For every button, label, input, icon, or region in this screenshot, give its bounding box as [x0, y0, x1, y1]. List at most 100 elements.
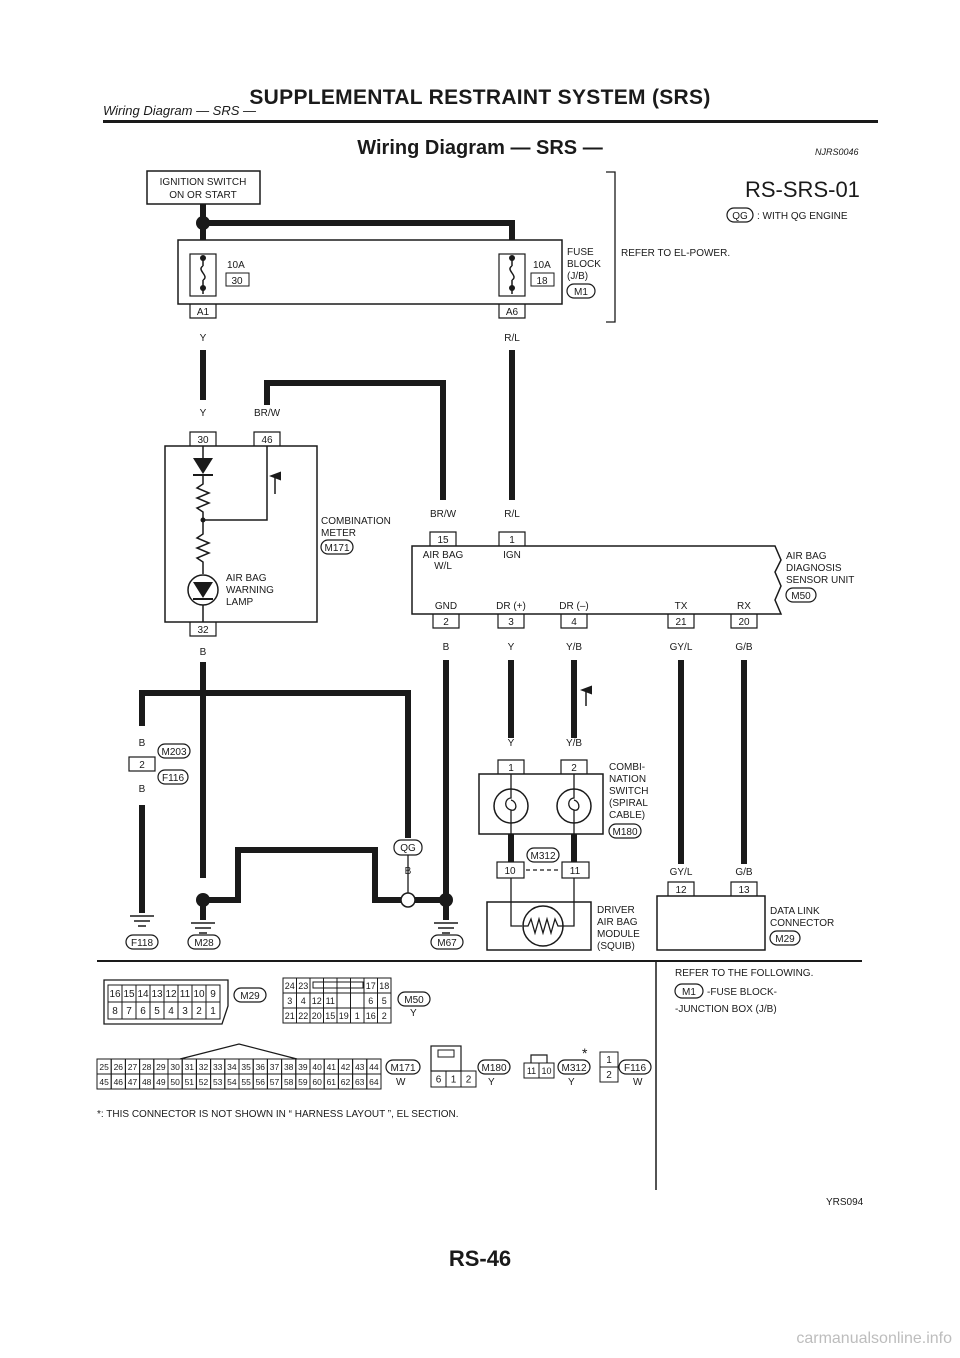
m50-pin-label: 24	[285, 981, 295, 991]
m312-star: *	[582, 1045, 588, 1061]
sensor-gnd-label: GND	[435, 601, 457, 612]
module-label-3: MODULE	[597, 929, 640, 940]
ignition-label-1: IGNITION SWITCH	[160, 177, 247, 188]
m171-pin-label: 50	[170, 1077, 180, 1087]
m171-pin-label: 25	[99, 1062, 109, 1072]
m50-pin-label: 16	[366, 1011, 376, 1021]
m29-pin-label: 5	[154, 1006, 160, 1017]
m29-pin-label: 15	[123, 989, 135, 1000]
f116-pin-label: 1	[606, 1055, 612, 1066]
dlc-label-2: CONNECTOR	[770, 918, 834, 929]
meter-connector: M171	[324, 543, 349, 554]
refer-tag: M1	[682, 987, 696, 998]
m171-pin-label: 45	[99, 1077, 109, 1087]
data-link-box	[656, 895, 766, 951]
m171-pin-label: 36	[256, 1062, 266, 1072]
meter-label-1: COMBINATION	[321, 516, 391, 527]
figure-code: YRS094	[826, 1197, 864, 1208]
lamp-label-3: LAMP	[226, 597, 254, 608]
m29-pin-label: 13	[151, 989, 163, 1000]
m171-pin-label: 39	[298, 1062, 308, 1072]
m29-pin-label: 10	[193, 989, 205, 1000]
sensor-wl-label: W/L	[434, 561, 452, 572]
sensor-rx-label: RX	[737, 601, 751, 612]
m50-pin-label: 5	[382, 996, 387, 1006]
terminal-a1: A1	[197, 307, 210, 318]
sensor-tx-wire: GY/L	[670, 642, 693, 653]
m171-pin-label: 38	[284, 1062, 294, 1072]
m50-pin-cell	[377, 1007, 392, 1024]
fuse-block-label-2: BLOCK	[567, 259, 601, 270]
m29-pin-label: 8	[112, 1006, 118, 1017]
sensor-tx-label: TX	[675, 601, 688, 612]
switch-pin-2: 2	[571, 763, 577, 774]
fuse-block-label-1: FUSE	[567, 247, 594, 258]
page-header-title: SUPPLEMENTAL RESTRAINT SYSTEM (SRS)	[249, 86, 711, 109]
m171-pin-label: 29	[156, 1062, 166, 1072]
m171-pin-label: 31	[185, 1062, 195, 1072]
meter-wire-y: Y	[200, 408, 207, 419]
inline-connector-bottom: F116	[162, 773, 184, 784]
switch-label-5: CABLE)	[609, 810, 645, 821]
watermark: carmanualsonline.info	[796, 1330, 952, 1347]
sensor-rx-wire: G/B	[735, 642, 753, 653]
page-number: RS-46	[448, 1246, 512, 1271]
inline-wire-bottom: B	[139, 784, 146, 795]
dlc-wire-gyl: GY/L	[670, 867, 693, 878]
switch-connector: M180	[612, 827, 637, 838]
m171-pin-label: 52	[199, 1077, 209, 1087]
header-rule	[103, 120, 878, 123]
m171-pin-label: 53	[213, 1077, 223, 1087]
dlc-wire-gb: G/B	[735, 867, 753, 878]
refer-line-1: REFER TO THE FOLLOWING.	[675, 968, 813, 979]
module-label-1: DRIVER	[597, 905, 635, 916]
legend-tag-box	[726, 207, 754, 223]
fuse-right-number: 18	[536, 276, 548, 287]
legend-text: : WITH QG ENGINE	[757, 211, 848, 222]
fuse-block-label-3: (J/B)	[567, 271, 588, 282]
m312-color: Y	[568, 1077, 575, 1088]
m50-pin-label: 1	[355, 1011, 360, 1021]
sensor-label-1: AIR BAG	[786, 551, 827, 562]
wire-label-rl: R/L	[504, 333, 520, 344]
dlc-pin-13: 13	[738, 885, 750, 896]
module-connector: M312	[530, 851, 555, 862]
m171-pin-label: 61	[327, 1077, 337, 1087]
m171-pin-label: 41	[327, 1062, 337, 1072]
lamp-label-2: WARNING	[226, 585, 274, 596]
ground-wire-1: B	[139, 866, 146, 877]
meter-label-2: METER	[321, 528, 356, 539]
m50-pin-label: 19	[339, 1011, 349, 1021]
m50-pin-cell	[323, 977, 338, 994]
ignition-label-2: ON OR START	[169, 190, 236, 201]
m171-pin-label: 58	[284, 1077, 294, 1087]
sensor-pin-21: 21	[675, 617, 687, 628]
m180-pin-label: 1	[451, 1075, 457, 1086]
sensor-airbag-label: AIR BAG	[423, 550, 464, 561]
m50-pin-label: 12	[312, 996, 322, 1006]
legend-tag: QG	[732, 211, 748, 222]
dlc-connector: M29	[775, 934, 795, 945]
m50-pin-label: 22	[298, 1011, 308, 1021]
combination-meter-box	[164, 445, 318, 623]
refer-line-2: -FUSE BLOCK-	[707, 987, 777, 998]
ground-wire-2: B	[200, 866, 207, 877]
m171-pin-label: 35	[241, 1062, 251, 1072]
m29-pin-label: 4	[168, 1006, 174, 1017]
m50-pin-label: 23	[298, 981, 308, 991]
switch-pin-1: 1	[508, 763, 514, 774]
m50-pin-label: 18	[379, 981, 389, 991]
inline-connector-pin: 2	[139, 760, 145, 771]
m171-pin-label: 63	[355, 1077, 365, 1087]
m29-pin-label: 7	[126, 1006, 132, 1017]
m171-pin-label: 37	[270, 1062, 280, 1072]
m171-pin-label: 60	[312, 1077, 322, 1087]
m50-pin-label: 17	[366, 981, 376, 991]
sensor-connector: M50	[791, 591, 811, 602]
m29-pin-label: 16	[109, 989, 121, 1000]
